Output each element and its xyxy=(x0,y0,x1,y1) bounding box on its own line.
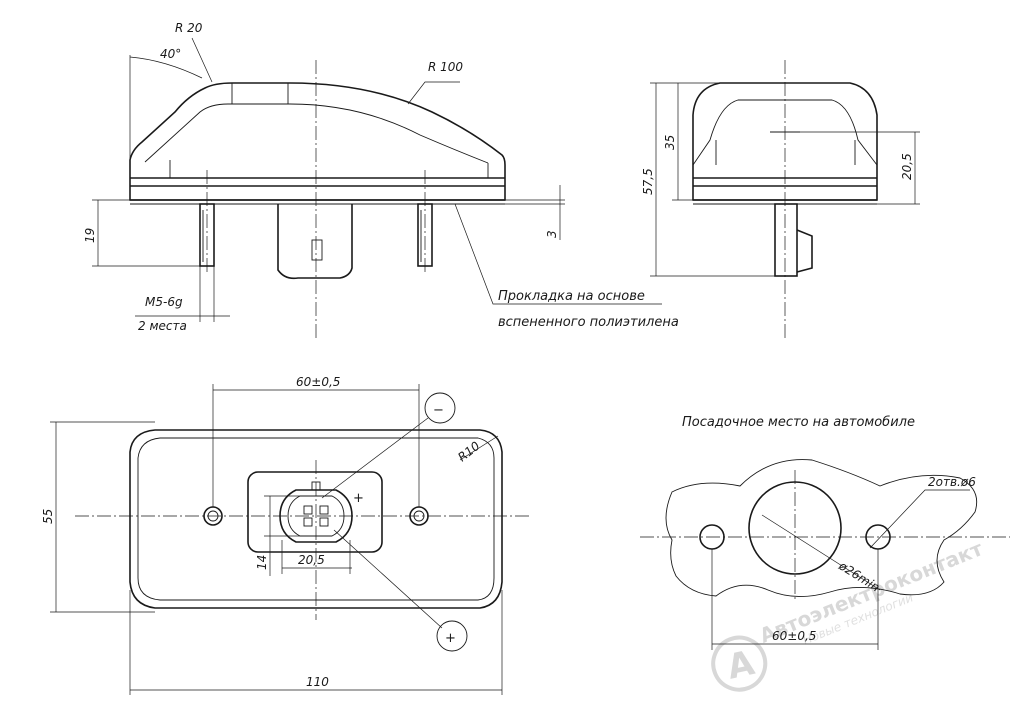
side-pin-right xyxy=(417,203,433,267)
connector-inner xyxy=(287,495,345,537)
bottom-view: 60±0,5 − R10 55 14 20,5 + + 110 xyxy=(41,375,530,695)
side-connector xyxy=(277,204,353,280)
watermark-logo-letter: A xyxy=(724,643,759,688)
bottom-width-label: 110 xyxy=(306,675,329,689)
connector-body xyxy=(279,489,353,543)
r20-leader xyxy=(191,37,213,83)
side-view: R 20 40° R 100 19 3 M5-6g 2 места Прокла… xyxy=(83,21,679,340)
minus-callout-sign: − xyxy=(433,403,444,418)
holes-leader xyxy=(869,489,970,549)
height-body-label: 35 xyxy=(663,135,677,150)
thread-label: M5-6g xyxy=(145,295,183,309)
plus-mark: + xyxy=(353,491,364,506)
height-pins-label: 19 xyxy=(83,228,97,243)
radius-large-label: R 100 xyxy=(428,60,463,74)
angle-arc xyxy=(129,56,203,79)
connector-pocket xyxy=(247,471,383,553)
connector-height-label: 14 xyxy=(255,555,269,570)
end-connector-latch xyxy=(796,229,813,273)
gasket-note-line1: Прокладка на основе xyxy=(498,289,645,304)
pin-spacing-label: 60±0,5 xyxy=(296,375,340,389)
side-lens-outline xyxy=(129,82,506,201)
minus-leader xyxy=(321,417,429,499)
corner-radius-label: R10 xyxy=(455,439,483,465)
end-connector xyxy=(774,203,798,277)
r100-leader xyxy=(407,81,460,105)
mounting-surface-outline xyxy=(665,459,978,597)
hole-spacing-label: 60±0,5 xyxy=(772,629,816,643)
holes-label: 2отв.ø6 xyxy=(928,475,976,489)
watermark: A Автоэлектроконтакт Новые технологии xyxy=(711,536,986,692)
end-lens-outline xyxy=(692,82,878,201)
height-center-label: 20,5 xyxy=(900,153,914,180)
connector-contact-4 xyxy=(319,517,329,527)
watermark-logo xyxy=(711,635,768,692)
diameter-leader xyxy=(761,514,881,591)
mounting-title: Посадочное место на автомобиле xyxy=(682,415,915,430)
side-pin-left xyxy=(199,203,215,267)
r10-leader xyxy=(459,435,499,461)
plus-callout xyxy=(436,620,468,652)
plus-callout-sign: + xyxy=(445,631,456,646)
thread-count-label: 2 места xyxy=(138,319,187,333)
connector-contact-2 xyxy=(319,505,329,515)
connector-contact-1 xyxy=(303,505,313,515)
gasket-note-line2: вспененного полиэтилена xyxy=(498,315,679,330)
bottom-outline xyxy=(129,429,503,609)
radius-small-label: R 20 xyxy=(175,21,203,35)
height-total-label: 57,5 xyxy=(641,168,655,195)
connector-contact-3 xyxy=(303,517,313,527)
plus-leader xyxy=(333,529,443,629)
gasket-leader xyxy=(454,203,662,305)
connector-width-label: 20,5 xyxy=(298,553,325,567)
bottom-inner-outline xyxy=(137,437,495,601)
gasket-thickness-label: 3 xyxy=(545,230,559,238)
side-lens-inner xyxy=(144,103,489,164)
side-connector-key xyxy=(311,239,323,261)
end-view: 57,5 35 20,5 xyxy=(641,60,920,340)
bottom-height-label: 55 xyxy=(41,509,55,524)
minus-callout xyxy=(424,392,456,424)
angle-label: 40° xyxy=(160,47,181,61)
